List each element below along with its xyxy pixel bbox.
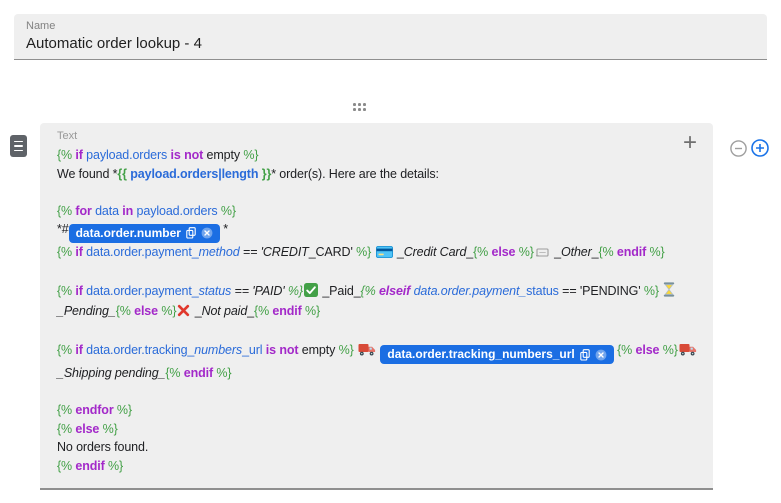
code-line: *#data.order.number * <box>57 220 699 243</box>
check-icon <box>303 282 318 303</box>
remove-block-button[interactable] <box>730 140 747 157</box>
copy-icon[interactable] <box>186 227 196 239</box>
text-block-label: Text <box>57 130 78 142</box>
code-line <box>57 383 699 402</box>
code-line: {% if data.order.payment_status == 'PAID… <box>57 282 699 303</box>
code-line: _Shipping pending_{% endif %} <box>57 366 232 380</box>
code-line: No orders found. <box>57 440 149 454</box>
code-line: {% if payload.orders is not empty %} <box>57 148 259 162</box>
text-editor[interactable]: {% if payload.orders is not empty %} We f… <box>57 146 699 475</box>
code-line: _Pending_{% else %} _Not paid_{% endif %… <box>57 302 699 323</box>
variable-chip[interactable]: data.order.number <box>68 223 220 243</box>
add-variable-button[interactable]: + <box>682 129 697 156</box>
truck-icon <box>358 343 376 362</box>
code-line <box>57 323 699 342</box>
code-line <box>57 263 699 282</box>
code-line: We found *{{ payload.orders|length }}* o… <box>57 166 439 181</box>
receipt-icon <box>535 245 550 264</box>
add-block-button[interactable] <box>751 139 769 157</box>
code-line: {% for data in payload.orders %} <box>57 203 236 218</box>
remove-icon[interactable] <box>595 349 607 361</box>
name-field[interactable]: Name <box>14 14 767 60</box>
variable-chip-label: data.order.tracking_numbers_url <box>387 347 575 362</box>
text-block-icon <box>10 135 27 157</box>
variable-chip[interactable]: data.order.tracking_numbers_url <box>380 345 614 364</box>
code-line: {% if data.order.payment_method == 'CRED… <box>57 243 699 264</box>
code-line: {% if data.order.tracking_numbers_url is… <box>57 341 699 364</box>
code-line: {% else %} <box>57 421 118 436</box>
code-line: {% endfor %} <box>57 403 132 417</box>
copy-icon[interactable] <box>580 348 590 361</box>
name-field-label: Name <box>26 20 56 32</box>
text-block[interactable]: Text {% if payload.orders is not empty %… <box>40 123 713 490</box>
truck-icon <box>679 343 697 362</box>
code-line <box>57 183 699 202</box>
hourglass-icon <box>663 282 675 303</box>
drag-handle-icon[interactable] <box>353 103 366 111</box>
cross-icon <box>177 304 190 323</box>
remove-icon[interactable] <box>201 227 213 239</box>
variable-chip-label: data.order.number <box>75 226 181 240</box>
credit-card-icon <box>375 245 393 264</box>
code-line: {% endif %} <box>57 458 124 473</box>
name-input[interactable] <box>26 33 755 52</box>
